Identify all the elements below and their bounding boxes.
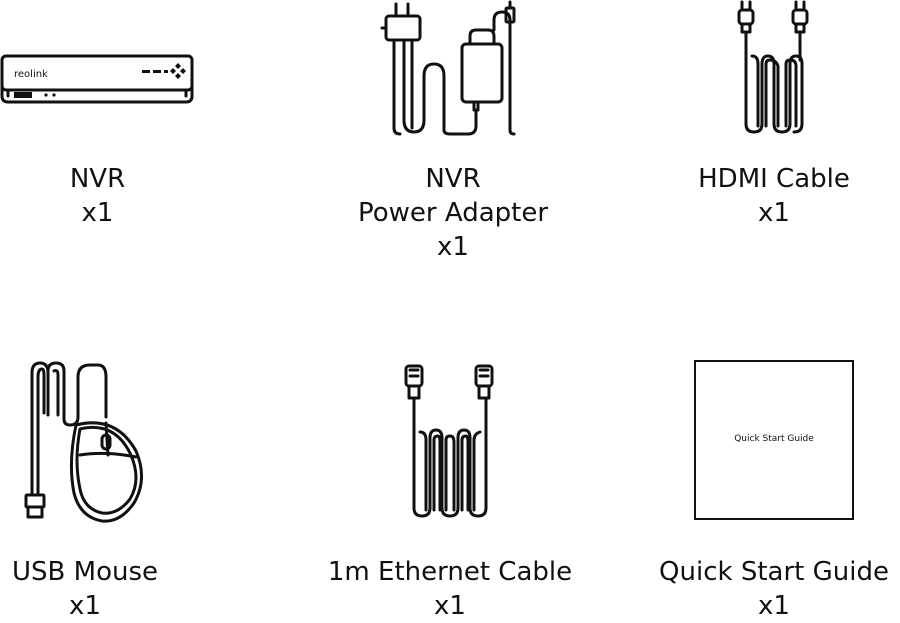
power-adapter-quantity: x1	[437, 232, 469, 262]
hdmi-cable-name: HDMI Cable	[698, 164, 850, 194]
power-adapter-label: NVR Power Adapter x1	[340, 162, 566, 264]
ethernet-cable-illustration	[400, 362, 500, 522]
quick-start-guide-name: Quick Start Guide	[659, 557, 889, 587]
quick-start-guide-quantity: x1	[758, 591, 790, 621]
usb-mouse-quantity: x1	[69, 591, 101, 621]
ethernet-cable-name: 1m Ethernet Cable	[327, 557, 573, 587]
usb-mouse-name: USB Mouse	[12, 557, 158, 587]
power-adapter-name-line2: Power Adapter	[357, 198, 549, 228]
nvr-name: NVR	[69, 164, 126, 194]
guide-cover-text: Quick Start Guide	[734, 434, 814, 444]
hdmi-cable-quantity: x1	[758, 198, 790, 228]
hdmi-cable-illustration	[730, 0, 820, 140]
nvr-quantity: x1	[81, 198, 114, 228]
quick-start-guide-illustration: Quick Start Guide	[694, 360, 854, 520]
ethernet-cable-quantity: x1	[434, 591, 466, 621]
ethernet-cable-label: 1m Ethernet Cable x1	[322, 555, 578, 623]
usb-mouse-label: USB Mouse x1	[0, 555, 170, 623]
nvr-brand-text: reolink	[14, 69, 48, 80]
quick-start-guide-label: Quick Start Guide x1	[654, 555, 894, 623]
nvr-illustration: reolink	[0, 50, 195, 105]
power-adapter-name-line1: NVR	[425, 164, 481, 194]
usb-mouse-illustration	[18, 355, 148, 525]
power-adapter-illustration	[378, 0, 528, 140]
nvr-label: NVR x1	[0, 162, 195, 230]
hdmi-cable-label: HDMI Cable x1	[676, 162, 872, 230]
